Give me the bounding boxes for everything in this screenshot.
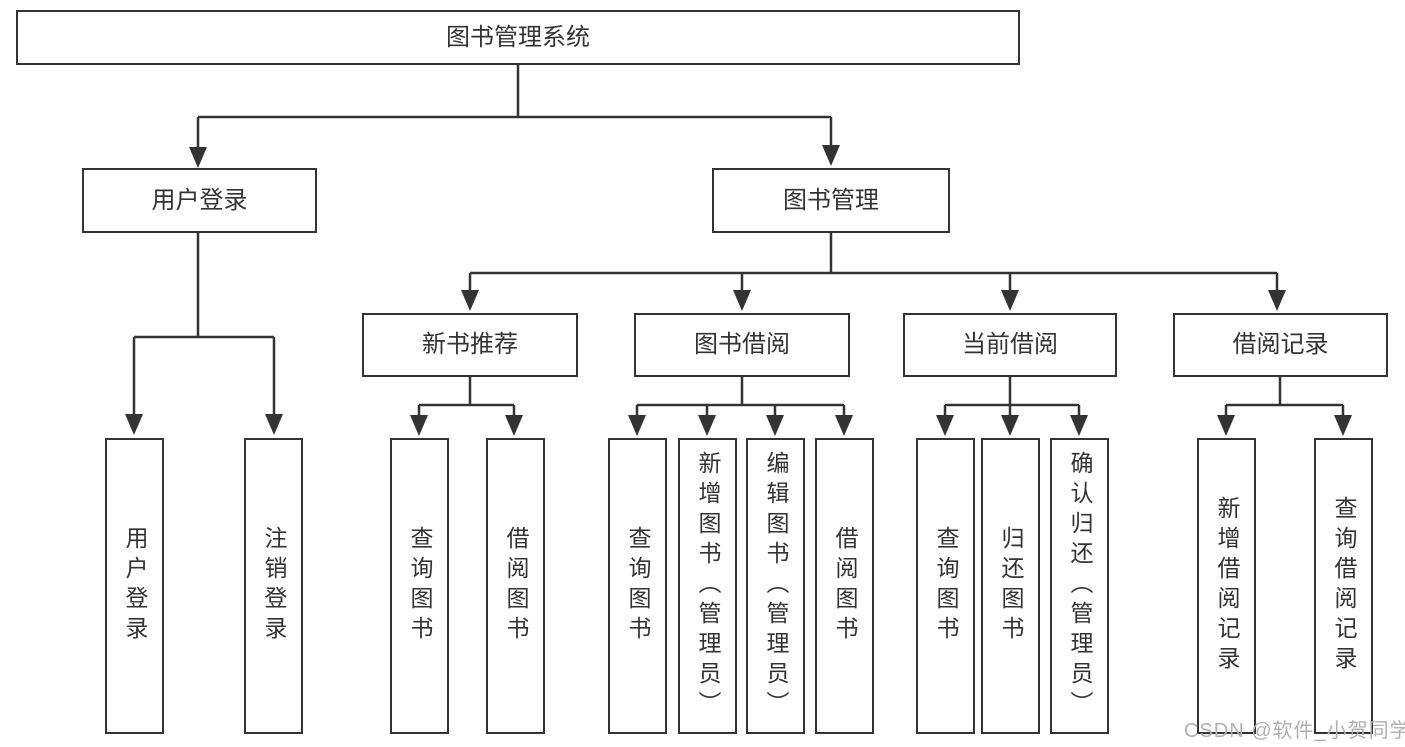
leaf-borrow-books-recommend: 借阅图书 (486, 438, 545, 734)
node-user-login: 用户登录 (82, 168, 317, 233)
arrowhead (461, 290, 479, 311)
leaf-query-borrow-record: 查询借阅记录 (1314, 438, 1373, 734)
arrowhead (265, 414, 283, 435)
arrowhead (628, 415, 646, 436)
node-new-book-recommend: 新书推荐 (362, 313, 578, 377)
watermark: CSDN @软件_小贺同学 (1184, 720, 1405, 742)
arrowhead (1001, 290, 1019, 311)
leaf-edit-book-admin: 编辑图书（管理员） (746, 438, 805, 734)
arrowhead (822, 145, 840, 166)
arrowhead (733, 290, 751, 311)
leaf-add-book-admin: 新增图书（管理员） (678, 438, 737, 734)
leaf-query-books-current: 查询图书 (916, 438, 975, 734)
arrowhead (125, 414, 143, 435)
arrowhead (1001, 415, 1019, 436)
leaf-add-borrow-record: 新增借阅记录 (1197, 438, 1256, 734)
node-borrowing-records: 借阅记录 (1173, 313, 1388, 377)
arrowhead (410, 415, 428, 436)
arrowhead (1217, 415, 1235, 436)
leaf-query-books-recommend: 查询图书 (390, 438, 449, 734)
node-library-management-system: 图书管理系统 (16, 10, 1020, 65)
arrowhead (766, 415, 784, 436)
arrowhead (835, 415, 853, 436)
leaf-query-books-borrowing: 查询图书 (608, 438, 667, 734)
leaf-return-book: 归还图书 (981, 438, 1040, 734)
arrowhead (1070, 415, 1088, 436)
leaf-borrow-books-borrowing: 借阅图书 (815, 438, 874, 734)
arrowhead (936, 415, 954, 436)
arrowhead (1268, 290, 1286, 311)
leaf-user-login: 用户登录 (105, 438, 164, 734)
arrowhead (505, 415, 523, 436)
leaf-confirm-return-admin: 确认归还（管理员） (1050, 438, 1109, 734)
arrowhead (698, 415, 716, 436)
node-book-management: 图书管理 (712, 168, 950, 233)
arrowhead (1334, 415, 1352, 436)
node-book-borrowing: 图书借阅 (634, 313, 850, 377)
node-current-borrowing: 当前借阅 (903, 313, 1117, 377)
arrowhead (189, 147, 207, 168)
leaf-logout: 注销登录 (244, 438, 303, 734)
